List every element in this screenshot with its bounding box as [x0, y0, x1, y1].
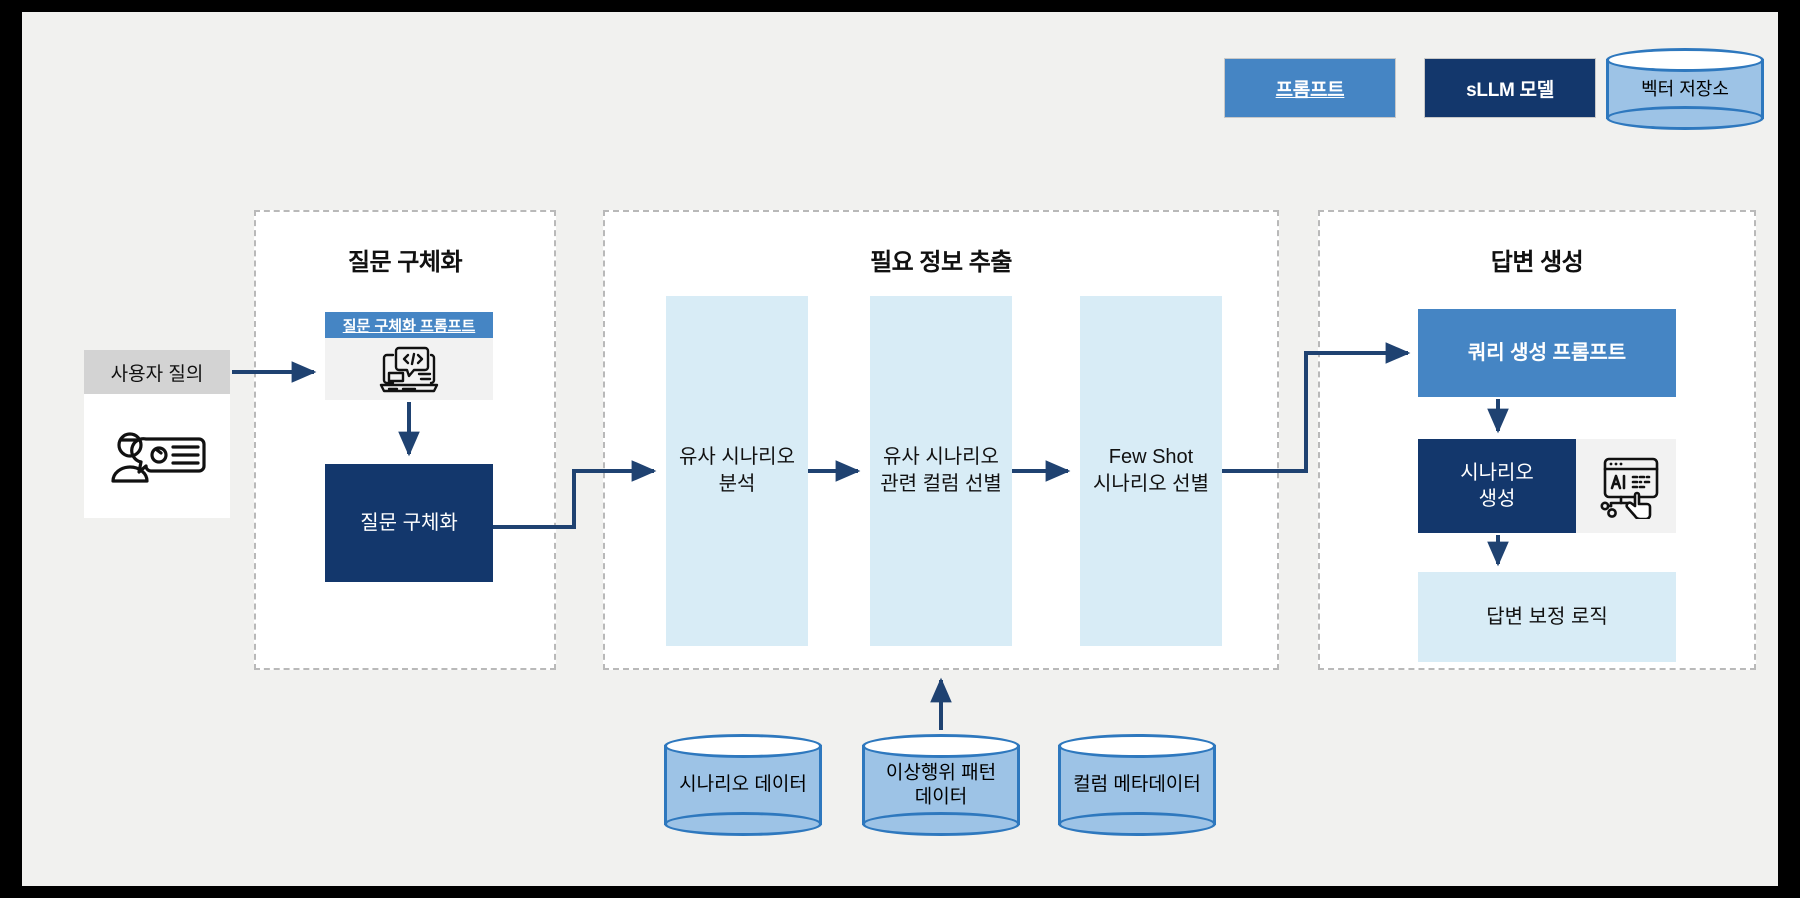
cylinder-top [1058, 734, 1216, 758]
legend-vector-label: 벡터 저장소 [1641, 78, 1729, 99]
cylinder-bottom [862, 812, 1020, 836]
legend-item-vector-store: 벡터 저장소 [1606, 48, 1764, 130]
datastore-colmeta-label: 컬럼 메타데이터 [1058, 773, 1216, 797]
laptop-code-icon [325, 338, 493, 400]
cylinder-bottom [1606, 106, 1764, 130]
node-answer-fix-label: 답변 보정 로직 [1486, 606, 1608, 628]
datastore-1-line1: 이상행위 패턴 [885, 762, 997, 784]
ai-window-cursor-icon [1576, 439, 1676, 533]
node-question-concretize-label: 질문 구체화 [360, 512, 458, 534]
datastore-anomaly-pattern-data: 이상행위 패턴 데이터 [862, 734, 1020, 836]
node-query-generation-prompt: 쿼리 생성 프롬프트 [1418, 309, 1676, 397]
node-scenario-gen-line1: 시나리오 [1460, 462, 1534, 484]
cylinder-bottom [1058, 812, 1216, 836]
legend-item-sllm-model: sLLM 모델 [1424, 58, 1596, 118]
cylinder-top [862, 734, 1020, 758]
node-related-column-selection: 유사 시나리오 관련 컬럼 선별 [870, 296, 1012, 646]
datastore-2-line1: 컬럼 메타데이터 [1073, 774, 1201, 796]
group-question-concretization: 질문 구체화 [254, 210, 556, 670]
group-extract-title: 필요 정보 추출 [870, 249, 1012, 276]
datastore-0-line1: 시나리오 데이터 [679, 774, 807, 796]
group-answer-title: 답변 생성 [1490, 249, 1584, 276]
legend-prompt-label: 프롬프트 [1275, 79, 1345, 101]
pillar-1-line2: 분석 [718, 473, 756, 495]
datastore-scenario-data: 시나리오 데이터 [664, 734, 822, 836]
cylinder-bottom [664, 812, 822, 836]
datastore-scenario-label: 시나리오 데이터 [664, 773, 822, 797]
question-prompt-header: 질문 구체화 프롬프트 [325, 312, 493, 338]
user-chat-icon [84, 394, 230, 518]
cylinder-body [862, 745, 1020, 825]
user-query-header: 사용자 질의 [84, 350, 230, 394]
pillar-1-line1: 유사 시나리오 [679, 446, 795, 468]
node-query-prompt-label: 쿼리 생성 프롬프트 [1467, 342, 1627, 364]
question-prompt-card: 질문 구체화 프롬프트 [325, 312, 493, 400]
diagram-canvas: 프롬프트 sLLM 모델 벡터 저장소 사용자 질의 [22, 12, 1778, 886]
cylinder-top [664, 734, 822, 758]
node-answer-correction-logic: 답변 보정 로직 [1418, 572, 1676, 662]
datastore-column-metadata: 컬럼 메타데이터 [1058, 734, 1216, 836]
user-query-card: 사용자 질의 [84, 350, 230, 518]
node-scenario-gen-line2: 생성 [1478, 488, 1516, 510]
pillar-2-line1: 유사 시나리오 [883, 446, 999, 468]
question-prompt-header-label: 질문 구체화 프롬프트 [342, 317, 476, 335]
datastore-1-line2: 데이터 [914, 786, 968, 807]
node-similar-scenario-analysis: 유사 시나리오 분석 [666, 296, 808, 646]
node-scenario-generation: 시나리오 생성 [1418, 439, 1576, 533]
legend-sllm-label: sLLM 모델 [1466, 79, 1554, 101]
group-question-title: 질문 구체화 [347, 249, 463, 276]
node-question-concretize: 질문 구체화 [325, 464, 493, 582]
pillar-2-line2: 관련 컬럼 선별 [880, 473, 1002, 495]
scenario-generation-row: 시나리오 생성 [1418, 439, 1676, 533]
pillar-3-line1: Few Shot [1108, 446, 1194, 468]
node-few-shot-scenario-selection: Few Shot 시나리오 선별 [1080, 296, 1222, 646]
cylinder-top [1606, 48, 1764, 72]
pillar-3-line2: 시나리오 선별 [1093, 473, 1209, 495]
legend-item-prompt: 프롬프트 [1224, 58, 1396, 118]
datastore-anomaly-label: 이상행위 패턴 데이터 [862, 761, 1020, 809]
